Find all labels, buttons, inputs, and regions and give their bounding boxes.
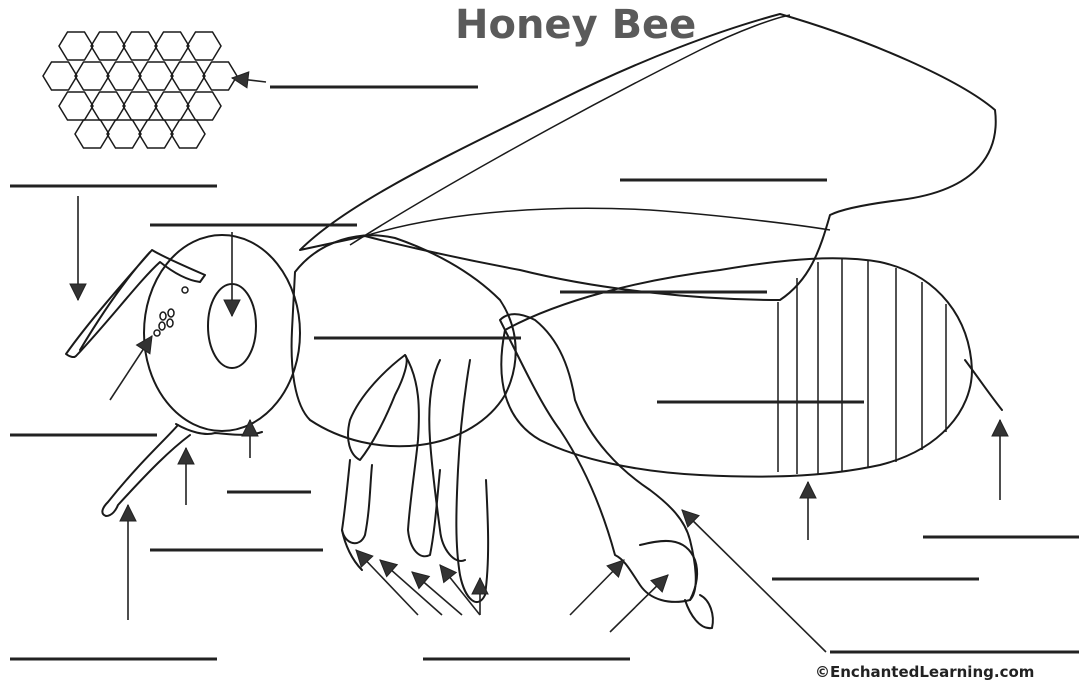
head: [144, 235, 300, 431]
honeycomb-cell: [187, 92, 221, 120]
arrowhead: [800, 482, 816, 498]
arrowhead: [992, 420, 1008, 436]
label-blanks: [10, 87, 1079, 659]
honeycomb-cell: [59, 92, 93, 120]
honeycomb-cell: [107, 120, 141, 148]
abdomen-stripes: [778, 258, 946, 474]
forewing: [300, 14, 996, 300]
arrowhead: [380, 560, 397, 577]
honeycomb-inset: [43, 32, 237, 148]
honeycomb-cell: [123, 92, 157, 120]
honeycomb-cell: [43, 62, 77, 90]
honeycomb-cell: [75, 120, 109, 148]
honeycomb-cell: [187, 32, 221, 60]
honeycomb-cell: [171, 62, 205, 90]
forewing-edge: [350, 15, 790, 245]
arrowhead: [120, 505, 136, 521]
thorax: [292, 235, 516, 446]
arrowhead: [232, 72, 249, 88]
arrow-line: [682, 510, 826, 652]
honeycomb-cell: [75, 62, 109, 90]
honeycomb-cell: [203, 62, 237, 90]
simple-eyes-ocelli: [154, 287, 188, 336]
honeycomb-cell: [91, 32, 125, 60]
arrowhead: [178, 448, 194, 464]
honeycomb-cell: [171, 120, 205, 148]
honeycomb-cell: [139, 62, 173, 90]
honeycomb-cell: [107, 62, 141, 90]
arrowhead: [440, 565, 456, 582]
arrowhead: [412, 572, 429, 588]
arrowhead: [224, 300, 240, 316]
honeycomb-cell: [155, 32, 189, 60]
hindwing: [365, 208, 830, 236]
proboscis: [102, 425, 190, 516]
antennae: [66, 250, 205, 357]
arrowhead: [70, 284, 86, 300]
honeycomb-cell: [59, 32, 93, 60]
honeycomb-cell: [155, 92, 189, 120]
honeycomb-cell: [91, 92, 125, 120]
honeycomb-cell: [139, 120, 173, 148]
honeycomb-cell: [123, 32, 157, 60]
